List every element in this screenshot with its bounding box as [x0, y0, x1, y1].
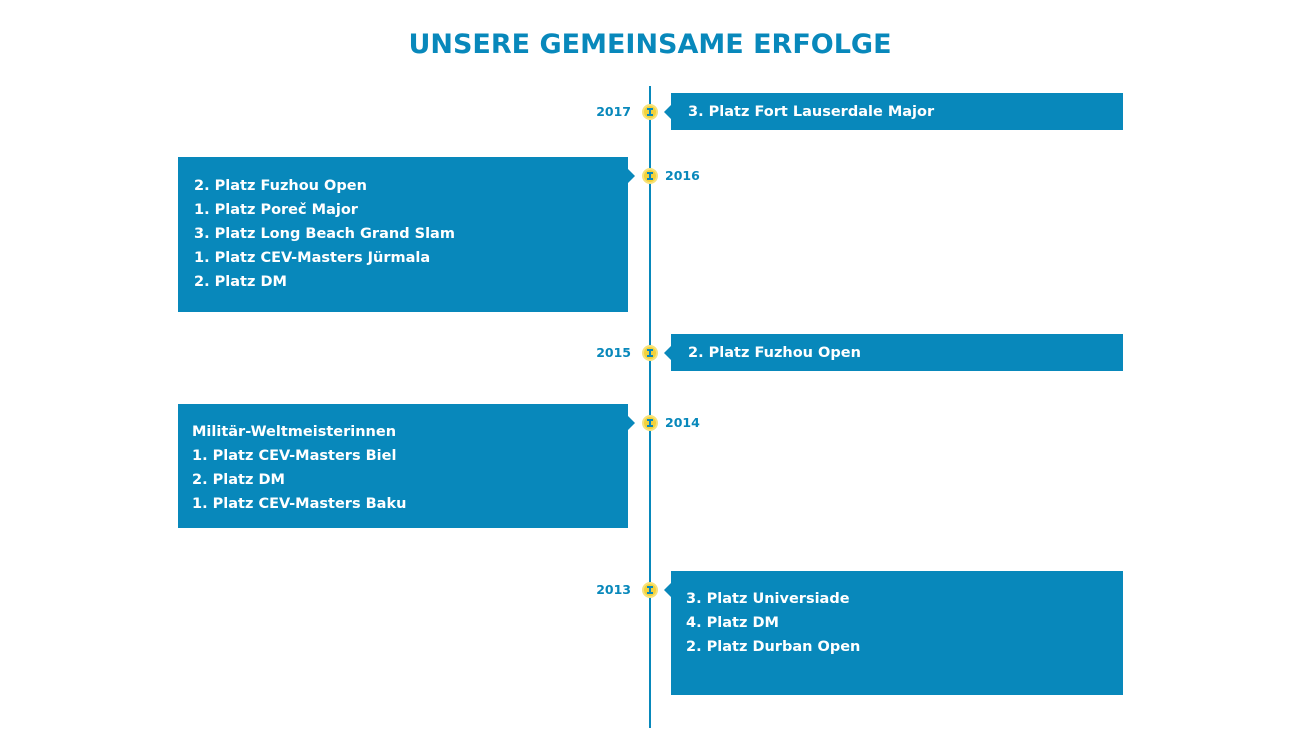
achievement-item: 4. Platz DM [686, 615, 779, 631]
achievement-item: 3. Platz Fort Lauserdale Major [688, 104, 935, 120]
achievement-item: 2. Platz Durban Open [686, 639, 861, 655]
timeline-entry-2014: Militär-Weltmeisterinnen 1. Platz CEV-Ma… [178, 404, 635, 528]
timeline-axis [649, 86, 651, 728]
achievement-item: 3. Platz Long Beach Grand Slam [194, 226, 455, 242]
achievement-item: 1. Platz CEV-Masters Biel [192, 448, 397, 464]
achievement-item: 1. Platz CEV-Masters Baku [192, 496, 407, 512]
achievement-item: 2. Platz DM [192, 472, 285, 488]
year-label-2015: 2015 [596, 345, 631, 360]
page-title: UNSERE GEMEINSAME ERFOLGE [408, 29, 892, 60]
timeline-entry-2015: 2. Platz Fuzhou Open [664, 334, 1123, 371]
achievement-item: 2. Platz Fuzhou Open [688, 345, 861, 361]
timeline-entry-2016: 2. Platz Fuzhou Open 1. Platz Poreč Majo… [178, 157, 635, 312]
timeline-entry-2013: 3. Platz Universiade 4. Platz DM 2. Plat… [664, 571, 1123, 695]
achievement-item: 1. Platz CEV-Masters Jürmala [194, 250, 431, 266]
achievement-item: Militär-Weltmeisterinnen [192, 424, 397, 440]
trophy-icon [642, 345, 658, 361]
year-label-2013: 2013 [596, 582, 631, 597]
trophy-icon [642, 168, 658, 184]
achievement-item: 3. Platz Universiade [686, 591, 850, 607]
trophy-icon [642, 104, 658, 120]
achievement-item: 1. Platz Poreč Major [194, 202, 358, 218]
year-label-2016: 2016 [665, 168, 700, 183]
achievement-item: 2. Platz Fuzhou Open [194, 178, 367, 194]
year-label-2014: 2014 [665, 415, 700, 430]
achievement-item: 2. Platz DM [194, 274, 287, 290]
trophy-icon [642, 415, 658, 431]
trophy-icon [642, 582, 658, 598]
timeline-entry-2017: 3. Platz Fort Lauserdale Major [664, 93, 1123, 130]
year-label-2017: 2017 [596, 104, 631, 119]
